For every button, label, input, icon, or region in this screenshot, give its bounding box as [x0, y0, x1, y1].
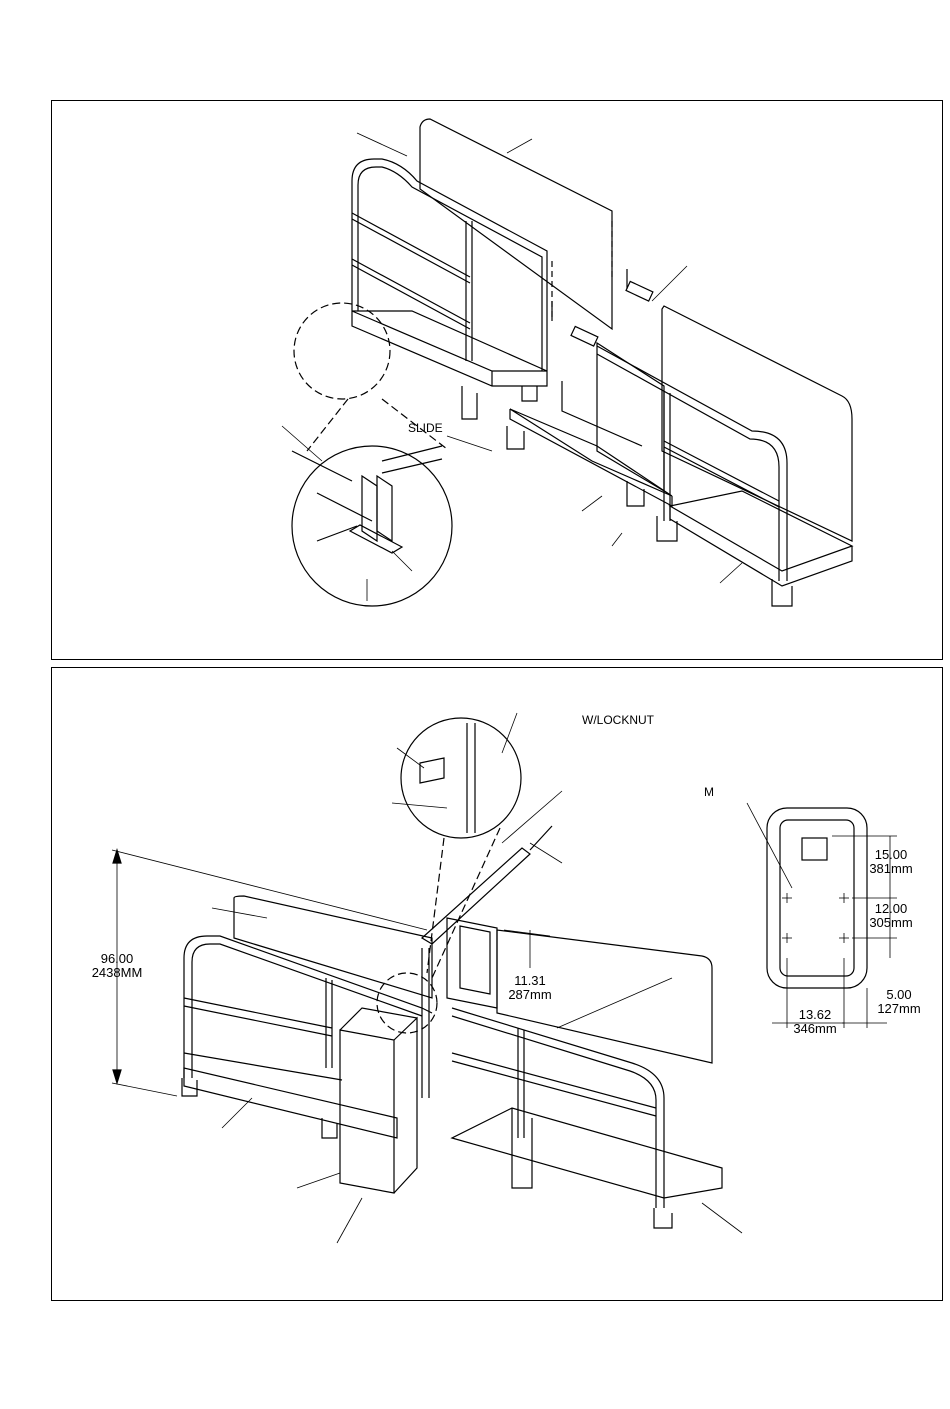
cutout-hole-vertical-inches: 12.00	[866, 902, 916, 916]
left-handrail	[352, 159, 547, 371]
m-label: M	[704, 785, 714, 799]
exploded-view-panel: SLIDE	[51, 100, 943, 660]
cutout-side-offset-inches: 5.00	[874, 988, 924, 1002]
connector-pin	[626, 281, 653, 301]
cutout-side-offset-dimension: 5.00 127mm	[874, 988, 924, 1016]
assembled-drawing	[52, 668, 942, 1300]
right-platform	[452, 1108, 722, 1198]
left-leg	[462, 386, 477, 419]
panel-dimension-mm: 287mm	[504, 988, 556, 1002]
back-side-panel	[234, 896, 432, 998]
right-leg	[657, 516, 677, 541]
right-handrail	[452, 1008, 664, 1208]
cutout-hole-horizontal-inches: 13.62	[789, 1008, 841, 1022]
cutout-hole-horizontal-mm: 346mm	[789, 1022, 841, 1036]
assembled-view-panel: W/LOCKNUT M 96.00 2438MM 11.31 287mm 15.…	[51, 667, 943, 1301]
panel-dimension: 11.31 287mm	[504, 974, 556, 1002]
handrail-rail	[352, 213, 470, 277]
left-handrail	[184, 936, 432, 1078]
right-leg	[512, 1108, 532, 1188]
middle-platform	[510, 409, 672, 496]
cutout-hole-vertical-mm: 305mm	[866, 916, 916, 930]
cutout-top-mm: 381mm	[866, 862, 916, 876]
slide-label: SLIDE	[408, 421, 443, 435]
right-handrail	[597, 346, 787, 581]
height-dimension-inches: 96.00	[87, 952, 147, 966]
detail-callout-circle	[294, 303, 390, 399]
cutout-side-offset-mm: 127mm	[874, 1002, 924, 1016]
cutout-hole-horizontal-dimension: 13.62 346mm	[789, 1008, 841, 1036]
panel-dimension-inches: 11.31	[504, 974, 556, 988]
left-side-panel	[420, 119, 612, 329]
right-side-panel	[662, 306, 852, 541]
cutout-top-inches: 15.00	[866, 848, 916, 862]
left-platform	[352, 311, 547, 371]
cutout-hole-vertical-dimension: 12.00 305mm	[866, 902, 916, 930]
middle-leg	[507, 426, 524, 449]
wlocknut-label: W/LOCKNUT	[582, 713, 654, 727]
detail-enlarged-circle	[401, 718, 521, 838]
height-dimension: 96.00 2438MM	[87, 952, 147, 980]
left-platform	[184, 1068, 397, 1138]
detail-enlarged-circle	[292, 446, 452, 606]
right-platform	[670, 491, 852, 571]
exploded-assembly-drawing	[52, 101, 942, 659]
cutout-top-dimension: 15.00 381mm	[866, 848, 916, 876]
height-dimension-mm: 2438MM	[87, 966, 147, 980]
